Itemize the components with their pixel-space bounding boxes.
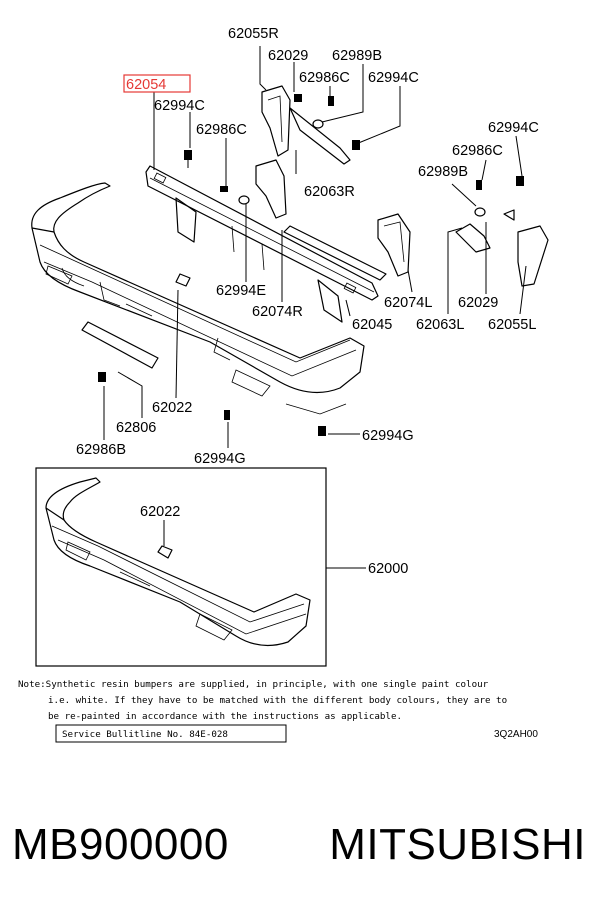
label-62986C-left: 62986C (196, 122, 247, 138)
bracket-62055L (455, 223, 549, 287)
bracket-62063R (255, 107, 351, 219)
parts-diagram: 62055R 62054 62029 62989B 62986C 62994C … (18, 26, 549, 743)
note-line-3: be re-painted in accordance with the ins… (48, 711, 402, 722)
bumper-reinforcement-62054 (145, 165, 379, 323)
product-footer: MB900000 MITSUBISHI (0, 800, 600, 890)
label-62063R: 62063R (304, 184, 355, 200)
bracket-62055R (261, 85, 291, 157)
label-62986C-upper: 62986C (299, 70, 350, 86)
label-62022-inset: 62022 (140, 504, 180, 520)
label-62994C-far-right: 62994C (488, 120, 539, 136)
label-62806: 62806 (116, 420, 156, 436)
label-62989B-far-right: 62989B (418, 164, 468, 180)
label-62989B-upper: 62989B (332, 48, 382, 64)
label-62994E: 62994E (216, 283, 266, 299)
label-62055L: 62055L (488, 317, 536, 333)
fasteners (98, 94, 524, 436)
illustration-code: 3Q2AH00 (494, 729, 538, 740)
label-62986B: 62986B (76, 442, 126, 458)
label-62994C-right: 62994C (368, 70, 419, 86)
brand-name: MITSUBISHI (329, 820, 586, 869)
label-62000: 62000 (368, 561, 408, 577)
label-62986C-far-right: 62986C (452, 143, 503, 159)
highlight-box (123, 74, 191, 93)
note-block: Note:Synthetic resin bumpers are supplie… (18, 679, 538, 743)
bumper-cover-exploded (31, 182, 365, 415)
label-62994C-left: 62994C (154, 98, 205, 114)
note-line-2: i.e. white. If they have to be matched w… (48, 695, 507, 706)
label-62994G-lower: 62994G (194, 451, 246, 467)
label-62055R: 62055R (228, 26, 279, 42)
label-62994G-right: 62994G (362, 428, 414, 444)
license-bracket-62806 (81, 321, 159, 369)
label-62063L: 62063L (416, 317, 464, 333)
service-bulletin: Service Bullitline No. 84E-028 (62, 729, 228, 740)
bracket-62063L (377, 213, 411, 277)
leader-lines (103, 46, 527, 448)
part-labels: 62055R 62054 62029 62989B 62986C 62994C … (76, 26, 539, 467)
bumper-assembly-inset: 62022 62000 (35, 467, 408, 667)
label-62074R: 62074R (252, 304, 303, 320)
label-62022-upper: 62022 (152, 400, 192, 416)
label-62045: 62045 (352, 317, 392, 333)
label-62074L: 62074L (384, 295, 432, 311)
label-62029-lower: 62029 (458, 295, 498, 311)
label-62054: 62054 (126, 77, 166, 93)
stay-62074 (283, 225, 387, 281)
part-number: MB900000 (12, 820, 229, 869)
note-line-1: Note:Synthetic resin bumpers are supplie… (18, 679, 489, 690)
label-62029-upper: 62029 (268, 48, 308, 64)
